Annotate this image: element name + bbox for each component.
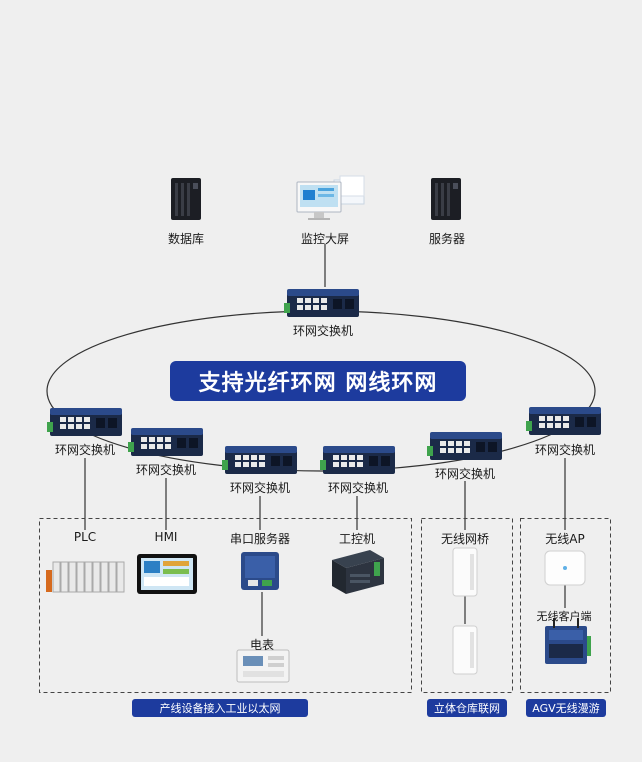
wireless-bridge-label: 无线网桥 (440, 532, 490, 546)
ipc-label: 工控机 (338, 532, 376, 546)
serial-server-label: 串口服务器 (229, 532, 291, 546)
zone-warehouse-box (421, 518, 513, 693)
switch-1-label: 环网交换机 (54, 443, 116, 457)
switch-5-label: 环网交换机 (434, 467, 496, 481)
ring-support-banner: 支持光纤环网 网线环网 (170, 361, 466, 401)
switch-6-icon (526, 407, 601, 435)
database-rack-icon (171, 178, 201, 220)
meter-label: 电表 (249, 638, 275, 652)
server-label: 服务器 (428, 232, 466, 246)
switch-4-icon (320, 446, 395, 474)
wireless-ap-label: 无线AP (545, 532, 585, 546)
switch-1-icon (47, 408, 122, 436)
industrial-pc-icon (332, 550, 384, 594)
wireless-client-icon (545, 618, 591, 664)
switch-2-icon (128, 428, 203, 456)
switch-3-label: 环网交换机 (229, 481, 291, 495)
switch-6-label: 环网交换机 (534, 443, 596, 457)
core-switch-icon (284, 289, 359, 317)
switch-5-icon (427, 432, 502, 460)
switch-4-label: 环网交换机 (327, 481, 389, 495)
zone-warehouse-tag: 立体仓库联网 (427, 699, 507, 717)
database-label: 数据库 (167, 232, 205, 246)
server-rack-icon (431, 178, 461, 220)
electric-meter-icon (236, 649, 290, 683)
zone-production-tag: 产线设备接入工业以太网 (132, 699, 308, 717)
monitor-label: 监控大屏 (300, 232, 350, 246)
switch-2-label: 环网交换机 (135, 463, 197, 477)
plc-modules-icon (46, 561, 125, 593)
zone-agv-tag: AGV无线漫游 (526, 699, 606, 717)
zone-agv-box (520, 518, 611, 693)
core-switch-label: 环网交换机 (292, 324, 354, 338)
wireless-bridge-top-icon (452, 547, 478, 597)
zone-production-box (39, 518, 412, 693)
switch-3-icon (222, 446, 297, 474)
hmi-label: HMI (154, 530, 178, 544)
monitor-screen-icon (296, 175, 365, 220)
wireless-client-label: 无线客户端 (536, 610, 592, 623)
plc-label: PLC (73, 530, 97, 544)
serial-server-icon (241, 552, 279, 590)
hmi-panel-icon (137, 554, 197, 594)
wireless-ap-icon (544, 550, 586, 586)
wireless-bridge-bottom-icon (452, 625, 478, 675)
